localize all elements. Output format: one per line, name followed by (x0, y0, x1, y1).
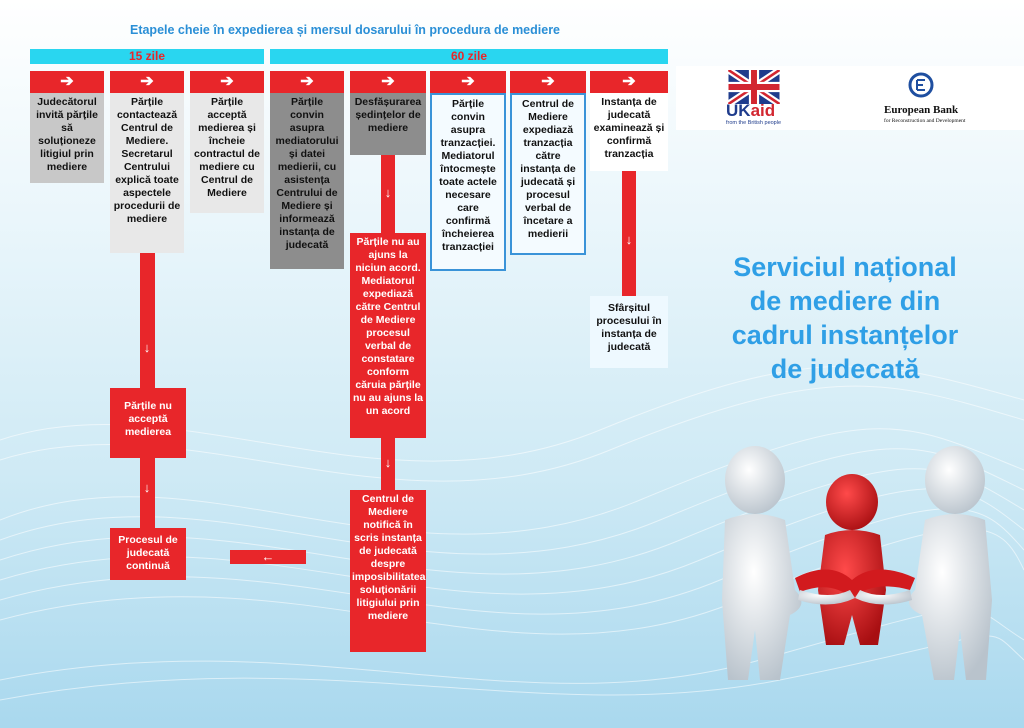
step-6-agreement: Părțile convin asupra tranzacției. Media… (430, 93, 506, 271)
connector-line (381, 155, 395, 233)
range-15-days: 15 zile (30, 49, 264, 64)
connector-line (622, 171, 636, 296)
branch-no-accept: Părțile nu acceptă medierea (110, 388, 186, 458)
step-3-accept-mediation: Părțile acceptă medierea și încheie cont… (190, 93, 264, 213)
step-7-send-agreement: Centrul de Mediere expediază tranzacția … (510, 93, 586, 255)
arrow-right-icon: ➔ (30, 71, 104, 93)
arrow-down-icon: ↓ (625, 232, 633, 247)
arrow-right-icon: ➔ (430, 71, 506, 93)
main-title: Serviciul național de mediere din cadrul… (700, 250, 990, 386)
three-figures-illustration (722, 446, 992, 680)
connector-line (381, 438, 395, 490)
arrow-left-icon: ← (230, 550, 306, 564)
process-end: Sfârșitul procesului în instanța de jude… (590, 296, 668, 368)
union-jack-icon (728, 70, 780, 104)
arrow-right-icon: ➔ (270, 71, 344, 93)
arrow-down-icon: ↓ (143, 340, 151, 355)
arrow-right-icon: ➔ (590, 71, 668, 93)
branch-center-notifies: Centrul de Mediere notifică în scris ins… (350, 490, 426, 652)
ukaid-logo-text: UKaid (726, 101, 776, 120)
step-2-contact-center: Părțile contactează Centrul de Mediere. … (110, 93, 184, 253)
connector-line (140, 253, 155, 388)
arrow-right-icon: ➔ (510, 71, 586, 93)
step-8-court-confirms: Instanța de judecată examinează și confi… (590, 93, 668, 171)
arrow-right-icon: ➔ (110, 71, 184, 93)
main-title-line: de mediere din (749, 286, 941, 316)
ebrd-logo-icon (908, 72, 934, 98)
range-60-days: 60 zile (270, 49, 668, 64)
arrow-right-icon: ➔ (190, 71, 264, 93)
ebrd-logo-subtitle: for Reconstruction and Development (884, 118, 966, 124)
arrow-right-icon: ➔ (350, 71, 426, 93)
arrow-down-icon: ↓ (384, 455, 392, 470)
arrow-down-icon: ↓ (143, 480, 151, 495)
ukaid-subtitle: from the British people (726, 120, 782, 126)
page-header-title: Etapele cheie în expedierea și mersul do… (129, 23, 561, 37)
step-5-mediation-sessions: Desfășurarea ședințelor de mediere (350, 93, 426, 155)
main-title-line: cadrul instanțelor (731, 320, 959, 350)
branch-trial-continues: Procesul de judecată continuă (110, 528, 186, 580)
logos-panel: UKaid from the British people European B… (676, 66, 1024, 130)
step-1-judge-invites: Judecătorul invită părțile să soluționez… (30, 93, 104, 183)
step-4-choose-mediator: Părțile convin asupra mediatorului și da… (270, 93, 344, 269)
branch-no-agreement: Părțile nu au ajuns la niciun acord. Med… (350, 233, 426, 438)
ebrd-logo-name: European Bank (884, 104, 959, 116)
main-title-line: de judecată (770, 354, 920, 384)
arrow-down-icon: ↓ (384, 185, 392, 200)
main-title-line: Serviciul național (733, 252, 957, 282)
connector-line (140, 458, 155, 528)
